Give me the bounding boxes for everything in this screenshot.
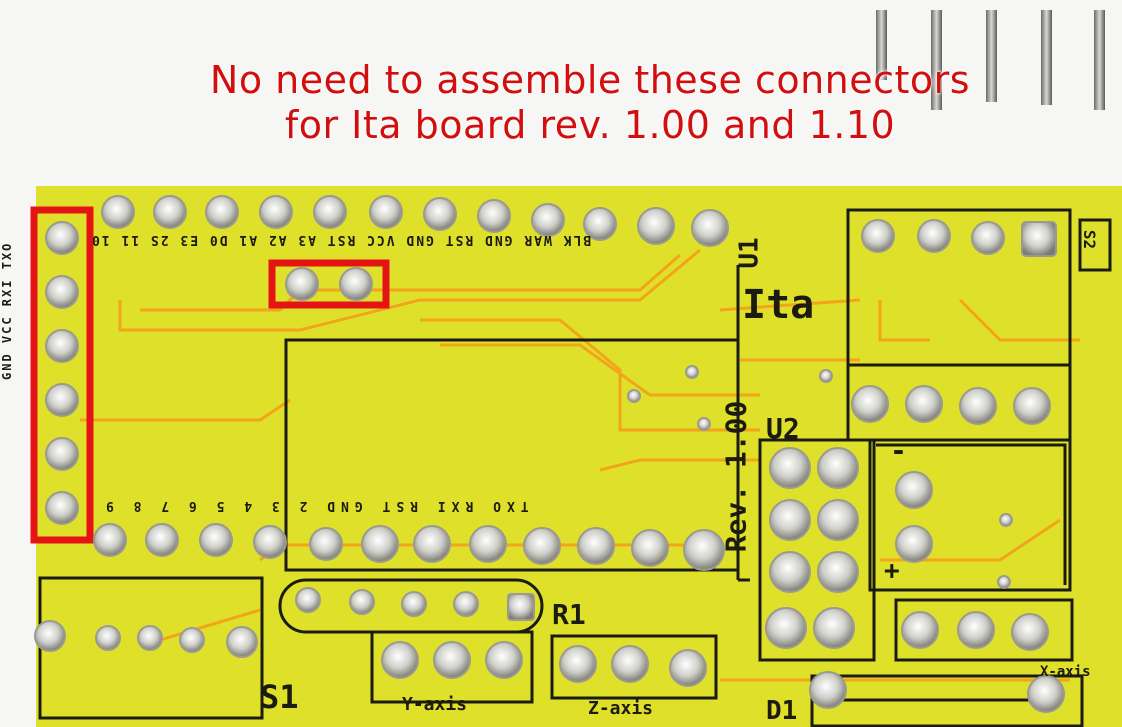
s1-label: S1 xyxy=(260,678,299,716)
u1-label: U1 xyxy=(734,237,765,269)
s2-label: S2 xyxy=(1080,229,1100,250)
revision-label: Rev. 1.00 xyxy=(719,400,753,553)
board-name-label: Ita xyxy=(742,282,815,328)
silkscreen-outlines xyxy=(38,208,1112,727)
highlight-box-side xyxy=(30,206,94,544)
r1-label: R1 xyxy=(552,598,586,631)
caption: No need to assemble these connectors for… xyxy=(80,58,1100,148)
z-axis-label: Z-axis xyxy=(588,698,654,719)
side-pin-labels: GND VCC RXI TXO xyxy=(0,241,14,380)
header-pins xyxy=(876,10,1105,110)
bottom-pin-labels: TXO RXI RST GND 2 3 4 5 6 7 8 9 xyxy=(100,498,529,513)
d1-label: D1 xyxy=(766,696,798,726)
y-axis-label: Y-axis xyxy=(402,694,468,715)
highlight-box-top xyxy=(268,259,390,309)
u2-label: U2 xyxy=(766,412,800,445)
caption-line-2: for Ita board rev. 1.00 and 1.10 xyxy=(284,103,896,147)
solder-pads xyxy=(34,195,1065,713)
caption-line-1: No need to assemble these connectors xyxy=(209,58,971,102)
minus-label: - xyxy=(890,434,907,467)
plus-label: + xyxy=(884,556,900,586)
top-pin-labels: BLK WAR GND RST GND VCC RST A3 A2 A1 D0 … xyxy=(90,232,592,247)
x-axis-label: X-axis xyxy=(1040,664,1091,680)
